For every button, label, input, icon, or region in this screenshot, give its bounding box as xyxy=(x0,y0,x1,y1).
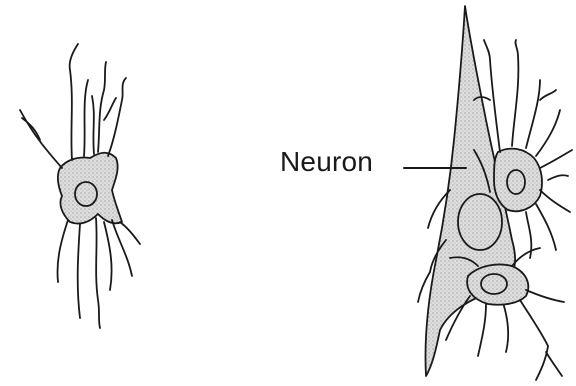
left-cell-nucleus xyxy=(75,182,97,206)
right-cluster xyxy=(404,6,572,380)
neuron-nucleus xyxy=(458,194,502,250)
left-cell xyxy=(20,44,140,328)
glial-nucleus-upper xyxy=(507,170,525,194)
glial-nucleus-lower xyxy=(481,274,507,294)
neuron-label: Neuron xyxy=(280,146,373,178)
